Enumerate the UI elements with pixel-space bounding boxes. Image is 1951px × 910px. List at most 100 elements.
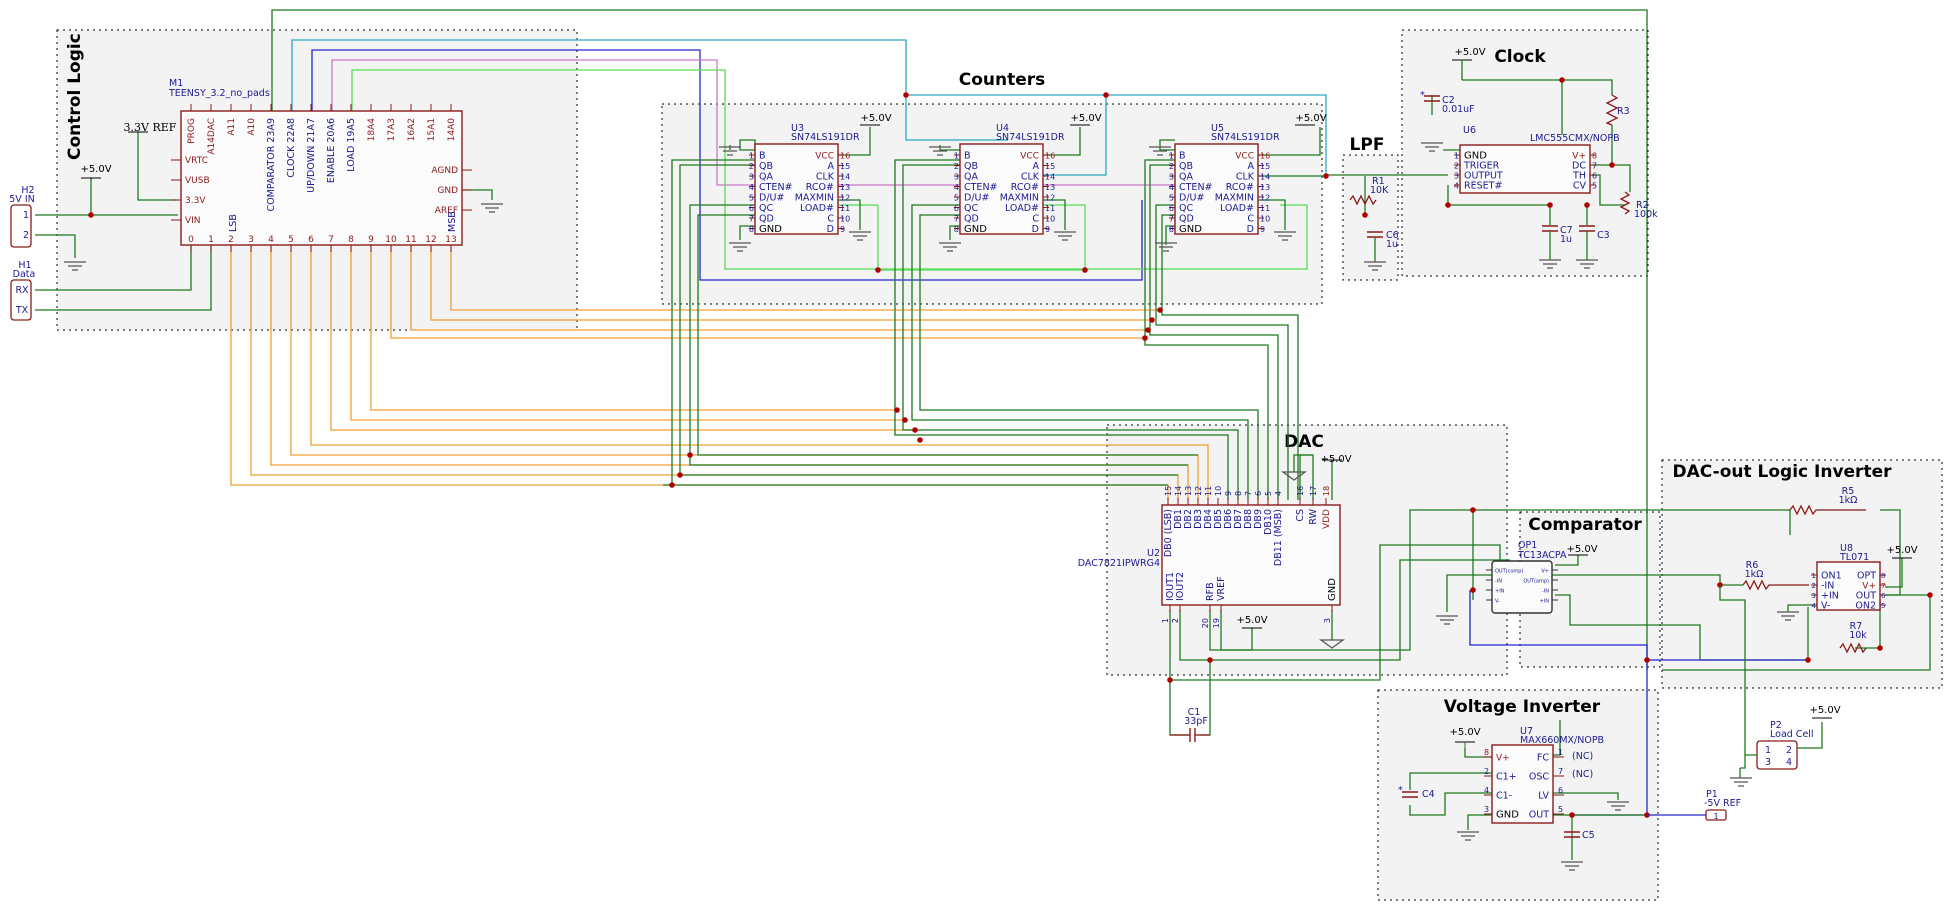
- connector-h2[interactable]: H2 5V IN 1 2: [9, 185, 35, 248]
- dac-ref: U2: [1147, 548, 1160, 559]
- counter-pin-num: 14: [1260, 173, 1270, 182]
- junction-dot: [1145, 327, 1151, 333]
- dac-pin-num: 10: [1214, 486, 1223, 496]
- h2-pin1: 1: [23, 210, 29, 221]
- counter-pin-num: 16: [1045, 152, 1055, 161]
- teensy-left-pin-label: 3.3V: [185, 196, 206, 206]
- h2-pin2: 2: [23, 230, 29, 241]
- junction-dot: [912, 427, 918, 433]
- wire-u4-qb: [902, 164, 1239, 500]
- dac-pin-num: 2: [1171, 618, 1180, 623]
- vinv-c4[interactable]: C4 *: [1398, 785, 1435, 800]
- resistor-icon: [1349, 194, 1377, 206]
- teensy-bottom-pin-label: 9: [368, 235, 374, 245]
- counter-pin-num: 13: [1260, 183, 1270, 192]
- power-label: +5.0V: [1566, 544, 1597, 555]
- c3-ref: C3: [1597, 230, 1610, 241]
- counter-pin-num: 9: [840, 225, 845, 234]
- teensy-value: TEENSY_3.2_no_pads: [168, 88, 270, 99]
- clock-r2[interactable]: R2 100k: [1619, 191, 1658, 220]
- vinv-c5[interactable]: C5: [1564, 830, 1595, 841]
- clock-c2[interactable]: C2 0.01uF *: [1420, 90, 1475, 115]
- wire-bit8: [350, 245, 905, 421]
- wire-cyan-clk: [906, 94, 1327, 176]
- wire-u5-vcc: [1258, 127, 1321, 156]
- h1-name: Data: [13, 269, 36, 280]
- clock-r3[interactable]: R3: [1605, 94, 1630, 126]
- r5-value: 1kΩ: [1839, 495, 1858, 506]
- u6-pin-num: 6: [1592, 172, 1597, 181]
- comparator-op1[interactable]: OP1 TC13ACPA OUT(comp)-IN+INV-V+OUT(amp)…: [1486, 540, 1567, 614]
- teensy-bottom-pin-label: 11: [405, 235, 416, 245]
- power-label: +5.0V: [860, 113, 891, 124]
- u8-pin-num: 5: [1881, 602, 1885, 610]
- u6-left-pin-label: RESET#: [1464, 181, 1502, 192]
- counter-right-pin-label: RCO#: [1011, 182, 1039, 193]
- teensy-bottom-pin-label: 6: [308, 235, 314, 245]
- u7-pin-num: 1: [1558, 748, 1563, 757]
- dac-top-pin-label: DB0 (LSB): [1163, 509, 1174, 557]
- wire-tx: [35, 245, 212, 311]
- dac-top-pin-label: DB4: [1203, 509, 1214, 529]
- u6-ref: U6: [1463, 125, 1476, 136]
- counter-left-pin-label: CTEN#: [759, 182, 793, 193]
- u7-pin-num: 6: [1558, 786, 1563, 795]
- lpf-r1[interactable]: R1 10K: [1349, 176, 1389, 206]
- junction-dot: [1877, 645, 1883, 651]
- u8-value: TL071: [1839, 552, 1869, 563]
- op1-right-pin-label: +IN: [1540, 599, 1550, 605]
- teensy-body: [180, 110, 463, 246]
- dac-pin-num: 5: [1264, 491, 1273, 496]
- counter-right-pin-label: D: [1032, 224, 1039, 235]
- teensy-bottom-pin-label: 3: [248, 235, 254, 245]
- teensy-bottom-pin-label: 12: [425, 235, 436, 245]
- counter-ref: U4: [996, 123, 1009, 134]
- power-label: +5.0V: [1320, 454, 1351, 465]
- connector-p2[interactable]: P2 Load Cell 1 2 3 4: [1719, 585, 1823, 770]
- inverter-r7[interactable]: R7 10k: [1839, 621, 1867, 654]
- dac-pin-num: 4: [1274, 491, 1283, 496]
- counter-pin-num: 4: [954, 183, 959, 192]
- u6-right-pin-label: CV: [1573, 181, 1587, 192]
- counter-right-pin-label: VCC: [1020, 152, 1039, 162]
- gnd-icon: [939, 242, 961, 252]
- wire-u4-qa: [894, 159, 1229, 500]
- counter-right-pin-label: LOAD#: [800, 203, 834, 214]
- connector-h1[interactable]: H1 Data RX TX: [10, 260, 36, 321]
- junction-dot: [1805, 657, 1811, 663]
- counter-right-pin-label: A: [1033, 161, 1040, 172]
- dac-top-pin-label: DB1: [1173, 509, 1184, 529]
- u7-left-pin-label: GND: [1496, 810, 1519, 821]
- power-33v-ref: 3.3V REF: [124, 121, 177, 134]
- inverter-r5[interactable]: R5 1kΩ: [1789, 486, 1866, 516]
- teensy-top-pin-label: 16A2: [407, 118, 417, 141]
- inverter-r6[interactable]: R6 1kΩ: [1742, 560, 1809, 591]
- counter-right-pin-label: LOAD#: [1220, 203, 1254, 214]
- op1-right-pin-label: OUT(amp): [1523, 579, 1549, 585]
- dac-pin-num: 20: [1201, 618, 1210, 628]
- gnd-symbol: [1607, 801, 1629, 811]
- gnd-stem: [1293, 454, 1313, 472]
- p1-name: -5V REF: [1704, 798, 1741, 809]
- junction-dot: [1142, 335, 1148, 341]
- u8-pin-num: 4: [1812, 602, 1817, 610]
- counter-pin-num: 6: [954, 204, 959, 213]
- u7-right-pin-label: OSC: [1529, 772, 1550, 783]
- connector-p1[interactable]: P1 -5V REF 1: [1647, 789, 1741, 821]
- wire-u3-vcc: [838, 127, 871, 156]
- p1-pin: 1: [1713, 812, 1718, 821]
- wire-rx: [35, 245, 192, 291]
- dac-c1[interactable]: C1 33pF: [1170, 707, 1210, 742]
- counter-pin-num: 1: [749, 152, 754, 161]
